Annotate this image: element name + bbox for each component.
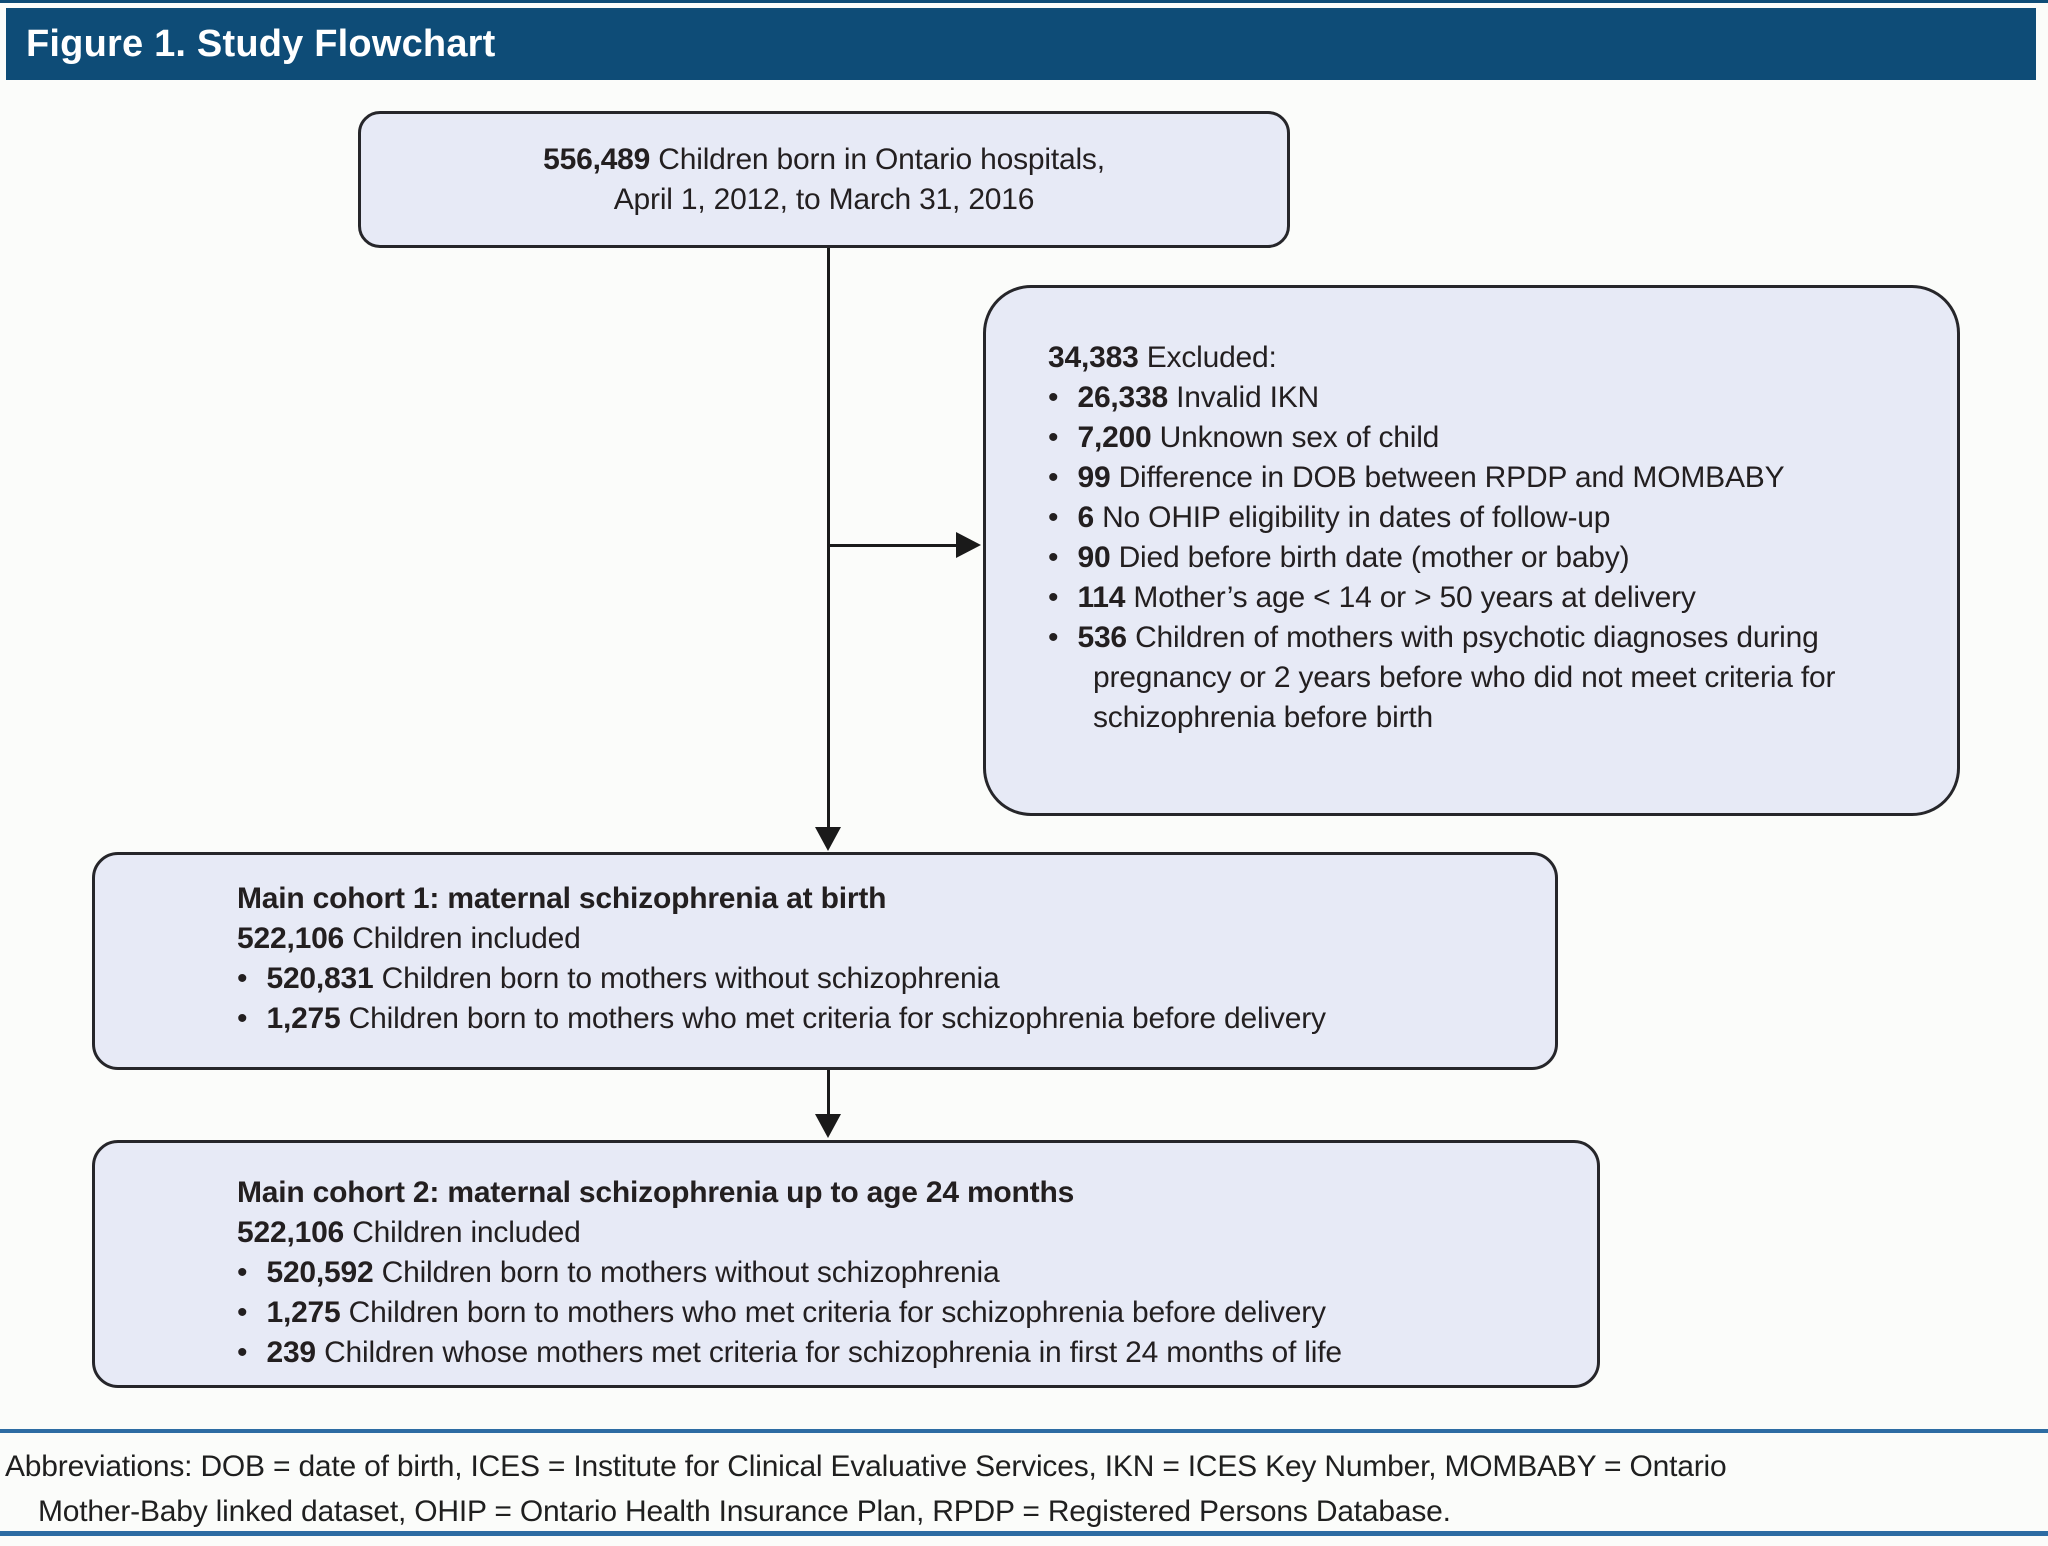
excluded-item-text: Died before birth date (mother or baby) — [1118, 541, 1630, 574]
top-border-line — [0, 0, 2048, 3]
cohort2-item-count: 1,275 — [266, 1296, 341, 1329]
excluded-item-text: Invalid IKN — [1176, 381, 1320, 414]
cohort1-included: 522,106 Children included — [237, 919, 1525, 959]
excluded-item: 90 Died before birth date (mother or bab… — [1048, 538, 1923, 578]
cohort2-item-text: Children born to mothers who met criteri… — [348, 1296, 1326, 1329]
figure-title: Figure 1. Study Flowchart — [26, 22, 496, 65]
excluded-header: 34,383 Excluded: — [1048, 338, 1923, 378]
excluded-item: 6 No OHIP eligibility in dates of follow… — [1048, 498, 1923, 538]
total-births-count: 556,489 — [543, 142, 651, 176]
excluded-item-count: 26,338 — [1077, 381, 1169, 414]
cohort2-item: 520,592 Children born to mothers without… — [237, 1253, 1567, 1293]
excluded-item-count: 7,200 — [1077, 421, 1152, 454]
cohort2-item-count: 520,592 — [266, 1256, 374, 1289]
cohort2-item-text: Children whose mothers met criteria for … — [324, 1336, 1342, 1369]
cohort2-included-text: Children included — [352, 1216, 581, 1249]
connector-cohort1-to-cohort2 — [827, 1070, 830, 1116]
cohort1-item: 1,275 Children born to mothers who met c… — [237, 999, 1525, 1039]
arrowhead-down-cohort1-icon — [815, 827, 841, 851]
cohort2-item-text: Children born to mothers without schizop… — [381, 1256, 1000, 1289]
excluded-item: 7,200 Unknown sex of child — [1048, 418, 1923, 458]
arrowhead-right-icon — [956, 532, 981, 558]
abbreviations-line2: Mother-Baby linked dataset, OHIP = Ontar… — [38, 1495, 1451, 1528]
cohort1-item-count: 520,831 — [266, 962, 374, 995]
total-births-line1: 556,489 Children born in Ontario hospita… — [361, 140, 1287, 180]
connector-top-to-cohort1 — [827, 248, 830, 828]
abbreviations: Abbreviations: DOB = date of birth, ICES… — [5, 1444, 2043, 1534]
cohort2-item: 239 Children whose mothers met criteria … — [237, 1333, 1567, 1373]
cohort1-item-count: 1,275 — [266, 1002, 341, 1035]
excluded-item-text: Difference in DOB between RPDP and MOMBA… — [1118, 461, 1785, 494]
cohort1-title: Main cohort 1: maternal schizophrenia at… — [237, 882, 887, 915]
total-births-text: Children born in Ontario hospitals, — [658, 142, 1105, 176]
cohort2-item-count: 239 — [266, 1336, 316, 1369]
excluded-item-count: 114 — [1077, 581, 1126, 614]
excluded-item-text: Unknown sex of child — [1159, 421, 1440, 454]
total-births-line2: April 1, 2012, to March 31, 2016 — [613, 182, 1035, 216]
node-total-births: 556,489 Children born in Ontario hospita… — [358, 111, 1290, 248]
excluded-item-count: 99 — [1077, 461, 1111, 494]
node-cohort2: Main cohort 2: maternal schizophrenia up… — [92, 1140, 1600, 1388]
figure-title-bar: Figure 1. Study Flowchart — [6, 8, 2036, 80]
cohort2-item: 1,275 Children born to mothers who met c… — [237, 1293, 1567, 1333]
node-cohort1: Main cohort 1: maternal schizophrenia at… — [92, 852, 1558, 1070]
cohort1-item-text: Children born to mothers without schizop… — [381, 962, 1000, 995]
excluded-item-text: No OHIP eligibility in dates of follow-u… — [1102, 501, 1611, 534]
node-excluded: 34,383 Excluded: 26,338 Invalid IKN 7,20… — [983, 285, 1960, 816]
connector-to-excluded — [828, 544, 957, 547]
cohort2-title: Main cohort 2: maternal schizophrenia up… — [237, 1176, 1075, 1209]
excluded-item-count: 90 — [1077, 541, 1111, 574]
excluded-header-text: Excluded: — [1146, 341, 1277, 374]
footer-top-rule — [0, 1429, 2048, 1433]
excluded-item: 536 Children of mothers with psychotic d… — [1048, 618, 1923, 738]
excluded-item: 114 Mother’s age < 14 or > 50 years at d… — [1048, 578, 1923, 618]
excluded-item: 99 Difference in DOB between RPDP and MO… — [1048, 458, 1923, 498]
cohort1-included-text: Children included — [352, 922, 581, 955]
cohort1-item: 520,831 Children born to mothers without… — [237, 959, 1525, 999]
excluded-item: 26,338 Invalid IKN — [1048, 378, 1923, 418]
abbreviations-line1: Abbreviations: DOB = date of birth, ICES… — [5, 1450, 1727, 1483]
arrowhead-down-cohort2-icon — [815, 1114, 841, 1138]
excluded-item-count: 6 — [1077, 501, 1094, 534]
excluded-item-text: Mother’s age < 14 or > 50 years at deliv… — [1133, 581, 1696, 614]
cohort2-included-count: 522,106 — [237, 1216, 345, 1249]
cohort1-included-count: 522,106 — [237, 922, 345, 955]
excluded-item-text: Children of mothers with psychotic diagn… — [1093, 621, 1836, 734]
excluded-count: 34,383 — [1048, 341, 1139, 374]
excluded-item-count: 536 — [1077, 621, 1127, 654]
footer-bottom-rule — [0, 1531, 2048, 1536]
cohort2-included: 522,106 Children included — [237, 1213, 1567, 1253]
cohort1-item-text: Children born to mothers who met criteri… — [348, 1002, 1326, 1035]
